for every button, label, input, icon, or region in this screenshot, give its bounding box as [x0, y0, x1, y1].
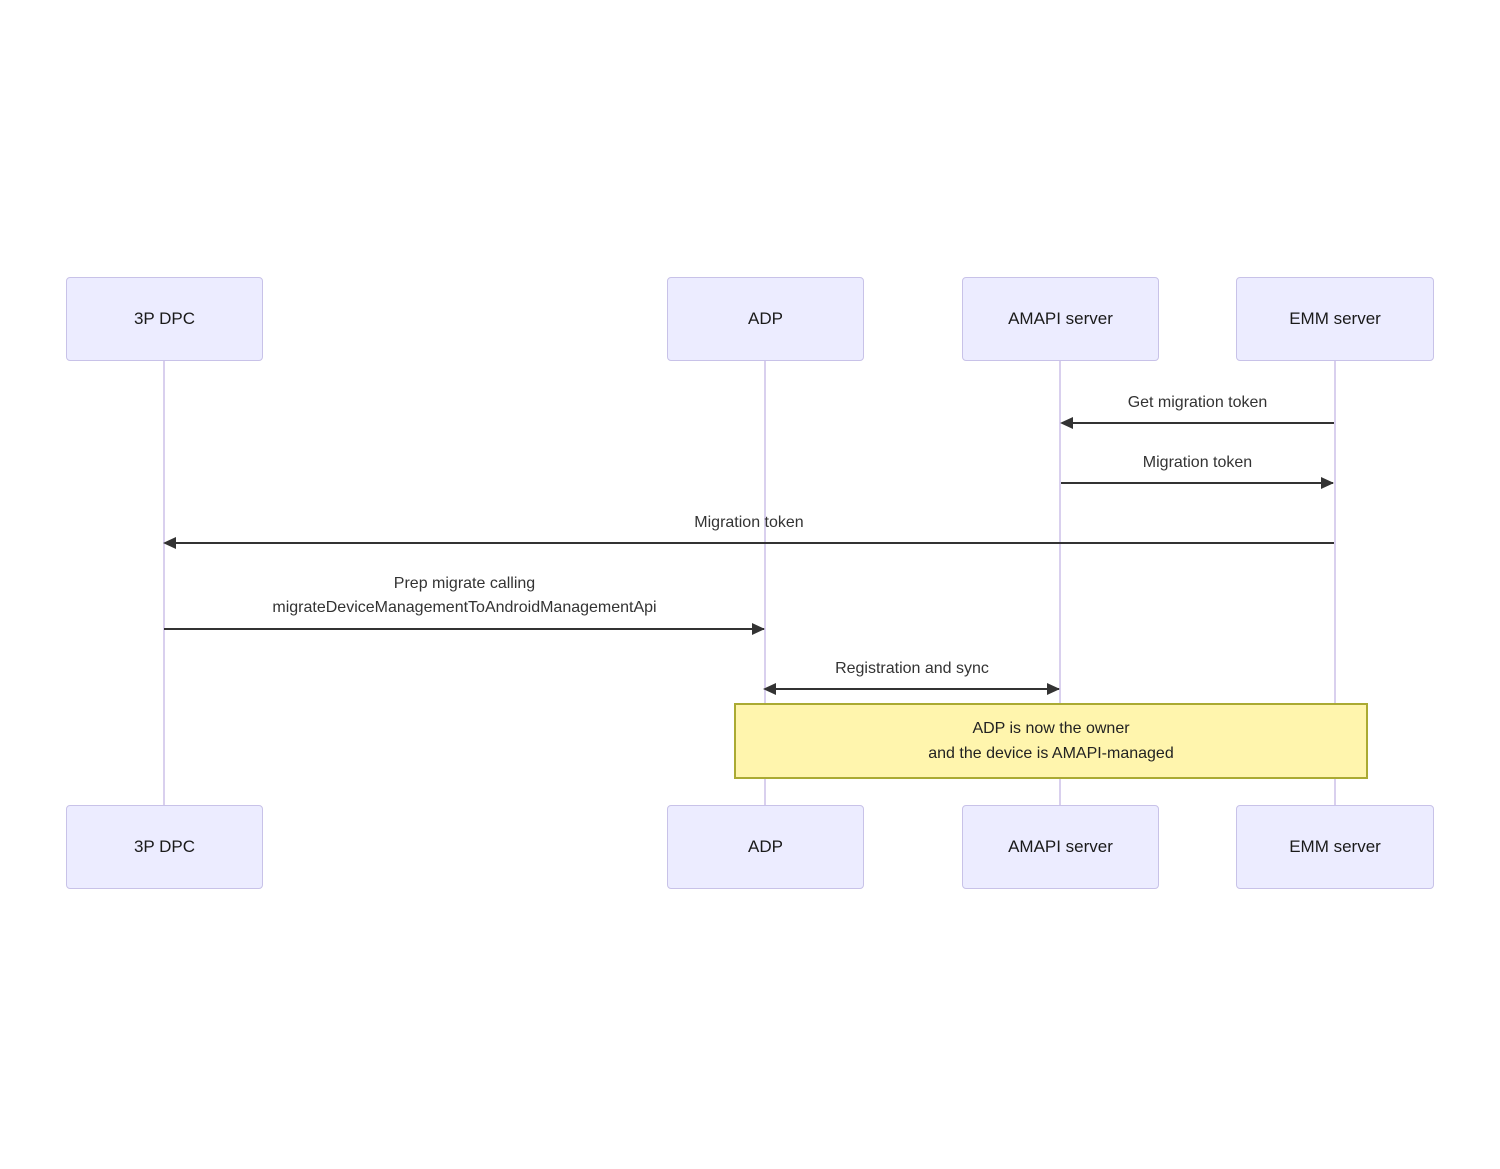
- message-migration-token-to-dpc-line: [165, 542, 1334, 544]
- message-migration-token-to-emm-label: Migration token: [1142, 454, 1253, 471]
- message-registration-sync-line: [765, 688, 1059, 690]
- message-prep-migrate-label: Prep migrate calling migrateDeviceManage…: [164, 572, 765, 620]
- message-migration-token-to-dpc-label: Migration token: [694, 514, 804, 531]
- actor-3p-dpc-bottom: 3P DPC: [66, 805, 263, 889]
- actor-amapi-server-bottom: AMAPI server: [962, 805, 1159, 889]
- arrowhead-right-icon: [1047, 683, 1060, 695]
- message-prep-migrate-line1: Prep migrate calling: [393, 575, 536, 592]
- actor-label: EMM server: [1289, 309, 1381, 328]
- lifeline-emm-server: [1334, 361, 1336, 805]
- actor-adp-bottom: ADP: [667, 805, 864, 889]
- note-line1: ADP is now the owner: [972, 720, 1130, 737]
- arrowhead-right-icon: [1321, 477, 1334, 489]
- message-get-migration-token-label: Get migration token: [1127, 394, 1268, 411]
- note-adp-owner: ADP is now the owner and the device is A…: [734, 703, 1368, 779]
- actor-emm-server-bottom: EMM server: [1236, 805, 1434, 889]
- message-registration-sync-label: Registration and sync: [835, 660, 989, 677]
- actor-label: 3P DPC: [133, 837, 196, 856]
- actor-emm-server-top: EMM server: [1236, 277, 1434, 361]
- arrowhead-left-icon: [1060, 417, 1073, 429]
- lifeline-adp: [764, 361, 766, 805]
- arrowhead-left-icon: [163, 537, 176, 549]
- actor-label: AMAPI server: [1008, 309, 1113, 328]
- message-get-migration-token-line: [1062, 422, 1334, 424]
- actor-label: EMM server: [1289, 837, 1381, 856]
- note-line2: and the device is AMAPI-managed: [928, 745, 1174, 762]
- actor-label: 3P DPC: [133, 309, 196, 328]
- actor-adp-top: ADP: [667, 277, 864, 361]
- actor-3p-dpc-top: 3P DPC: [66, 277, 263, 361]
- lifeline-3p-dpc: [163, 361, 165, 805]
- message-migration-token-to-emm-line: [1061, 482, 1333, 484]
- message-prep-migrate-line: [164, 628, 764, 630]
- arrowhead-left-icon: [763, 683, 776, 695]
- actor-label: AMAPI server: [1008, 837, 1113, 856]
- actor-label: ADP: [748, 837, 783, 856]
- actor-amapi-server-top: AMAPI server: [962, 277, 1159, 361]
- message-prep-migrate-line2: migrateDeviceManagementToAndroidManageme…: [272, 599, 657, 616]
- arrowhead-right-icon: [752, 623, 765, 635]
- lifeline-amapi-server: [1059, 361, 1061, 805]
- actor-label: ADP: [748, 309, 783, 328]
